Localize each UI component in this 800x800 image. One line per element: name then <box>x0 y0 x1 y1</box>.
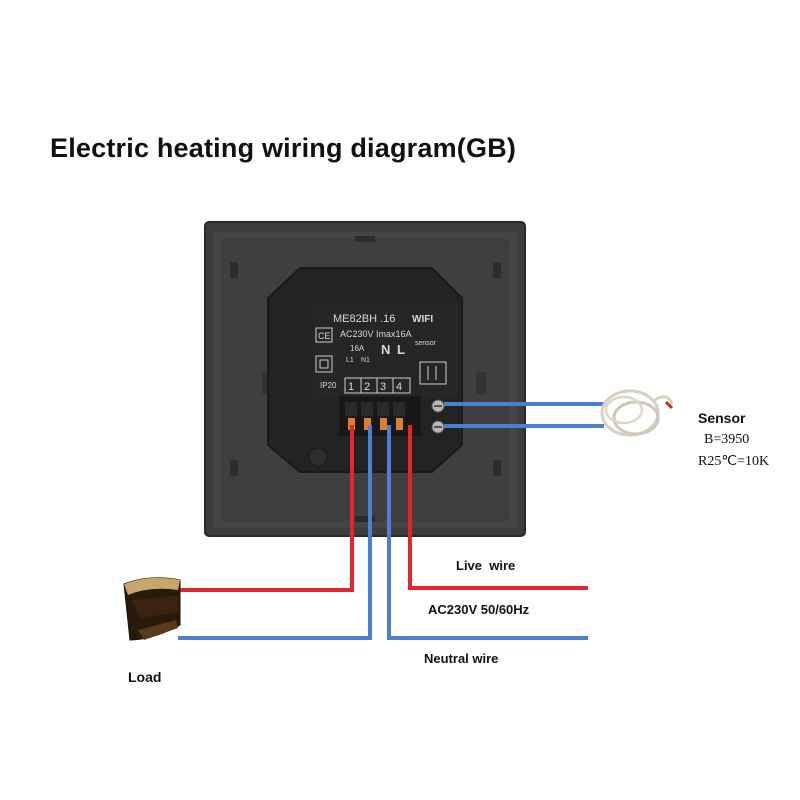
terminal-n1-label: N1 <box>361 357 370 364</box>
load-live-wire <box>178 425 354 592</box>
ce-mark: CE <box>318 331 331 341</box>
supply-label: AC230V 50/60Hz <box>428 602 530 617</box>
terminal-1-number: 1 <box>348 381 354 393</box>
neutral-wire-label: Neutral wire <box>424 651 499 666</box>
device-rating: AC230V Imax16A <box>340 329 412 339</box>
terminal-3-number: 3 <box>380 381 386 393</box>
device-model: ME82BH .16 <box>333 313 395 325</box>
device-current: 16A <box>350 344 365 353</box>
knockout-hole <box>308 447 328 467</box>
terminal-2-number: 2 <box>364 381 370 393</box>
load-neutral-wire <box>178 425 372 640</box>
double-insulation-icon <box>315 355 333 373</box>
sensor-probe <box>600 389 674 437</box>
load-label: Load <box>128 669 162 685</box>
sensor-terminal-label: sensor <box>415 340 437 347</box>
terminal-n-label: N <box>381 342 390 357</box>
sensor-terminal-icon <box>419 361 447 385</box>
terminal-number-row: 1 2 3 4 <box>344 377 411 394</box>
terminal-l-label: L <box>397 342 405 357</box>
device-label <box>313 303 458 398</box>
terminal-l1-label: L1 <box>346 357 354 364</box>
terminal-4-number: 4 <box>396 381 402 393</box>
ip-rating: IP20 <box>320 381 337 390</box>
supply-live-wire <box>408 425 588 590</box>
wifi-badge: WIFI <box>412 314 433 325</box>
diagram-title: Electric heating wiring diagram(GB) <box>50 133 517 163</box>
sensor-b-value: B=3950 <box>704 432 750 447</box>
sensor-r-value: R25℃=10K <box>698 454 770 469</box>
sensor-label: Sensor <box>698 410 746 426</box>
live-wire-label: Live wire <box>456 558 516 573</box>
supply-neutral-wire <box>387 425 588 640</box>
heating-film-load <box>123 577 181 641</box>
